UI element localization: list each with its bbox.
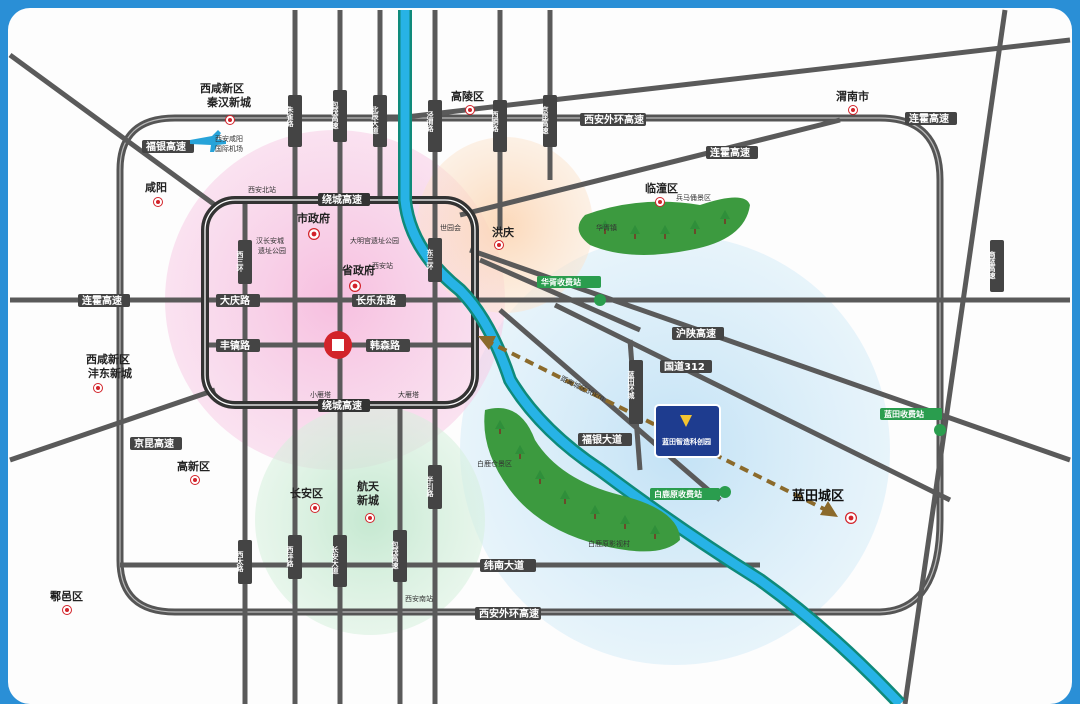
district-labels: 西咸新区 秦汉新城 咸阳 西咸新区 沣东新城 高新区 鄠邑区 长安区 航天 新城…: [50, 81, 869, 603]
label-hanchangan-2: 遗址公园: [258, 246, 286, 255]
label-xian-station: 西安站: [372, 261, 393, 270]
road-label-lanbao: 蓝田环城: [627, 370, 635, 400]
label-shengzhengfu: 省政府: [341, 263, 375, 277]
toll-stations: 华胥收费站 蓝田收费站 白鹿原收费站: [537, 276, 946, 500]
road-label-xisanhuan: 西三环: [236, 251, 244, 273]
label-xianyang: 咸阳: [145, 180, 167, 194]
station-lantian: 蓝田收费站: [884, 409, 924, 419]
label-xian-south: 西安南站: [405, 594, 433, 603]
label-hangtian-1: 航天: [357, 479, 380, 493]
label-gaoxin: 高新区: [177, 459, 210, 473]
road-label-lianhuo-east: 连霍高速: [909, 112, 949, 125]
label-airport-2: 国际机场: [215, 144, 243, 153]
road-label-baomao-south: 包茂高速: [391, 540, 399, 570]
label-xixian-qinhan-2: 秦汉新城: [206, 95, 251, 109]
outer-ring-road-inner: [119, 117, 941, 613]
road-label-xifeng: 西沣路: [286, 546, 295, 568]
label-shiyuanhui: 世园会: [440, 223, 461, 232]
road-label-daqing: 大庆路: [220, 294, 251, 307]
station-huaxu: 华胥收费站: [541, 277, 581, 287]
road-label-beichen: 北辰大道: [371, 105, 380, 135]
label-hangtian-2: 新城: [357, 493, 379, 507]
label-xian-north: 西安北站: [248, 185, 276, 194]
label-bailu-scenic: 白鹿仓景区: [477, 459, 512, 468]
place-labels: 西安咸阳 国际机场 西安北站 西安站 西安南站 汉长安城 遗址公园 大明宫遗址公…: [215, 134, 711, 603]
label-hanchangan-1: 汉长安城: [256, 236, 284, 245]
label-shizhengfu: 市政府: [297, 211, 330, 225]
project-logo-icon: [680, 415, 692, 427]
road-label-weinan-ave: 纬南大道: [484, 559, 524, 572]
label-terracotta: 兵马俑景区: [676, 193, 711, 202]
road-label-baomao: 包茂高速: [331, 100, 339, 130]
road-label-jingwei: 泾渭路: [426, 110, 435, 133]
road-badges: 西安外环高速 西安外环高速 绕城高速 绕城高速 连霍高速 连霍高速 连霍高速 大…: [78, 112, 957, 620]
label-dayanta: 大雁塔: [398, 390, 419, 399]
road-label-jingkun: 京昆高速: [541, 105, 549, 135]
station-bailu: 白鹿原收费站: [654, 489, 702, 499]
road-label-g312: 国道312: [664, 360, 705, 373]
label-huyi: 鄠邑区: [50, 589, 83, 603]
label-gaoling: 高陵区: [451, 89, 484, 103]
road-label-fuyin-south: 福银大道: [581, 433, 622, 446]
label-changan: 长安区: [290, 486, 323, 500]
label-xixian-fengdong-1: 西咸新区: [86, 352, 130, 366]
road-label-dongsanhuan: 东三环: [426, 248, 434, 271]
label-daming: 大明宫遗址公园: [350, 236, 399, 245]
label-xixian-qinhan-1: 西咸新区: [200, 81, 244, 95]
road-label-hushaan: 沪陕高速: [676, 327, 716, 340]
project-hub[interactable]: [654, 404, 721, 458]
bell-tower-shape: [332, 339, 344, 351]
road-label-fuyin-nw: 福银高速: [145, 140, 186, 153]
forest-lintong: [578, 197, 750, 255]
road-label-ring-south: 绕城高速: [322, 399, 362, 412]
label-huaxu: 华胥镇: [596, 223, 617, 232]
road-label-lianhuo-mid: 连霍高速: [710, 146, 750, 159]
forest-bailu: [484, 408, 680, 552]
road-label-fenghao: 丰镐路: [220, 339, 251, 352]
road-label-banyin: 半引路: [426, 475, 435, 498]
road-label-changan-ave: 长安大道: [331, 545, 340, 575]
road-label-shanglan: 商蓝高速: [988, 250, 996, 280]
road-label-xitong: 西铜路: [491, 111, 500, 133]
label-airport-1: 西安咸阳: [215, 134, 243, 143]
label-bailu-village: 白鹿原影视村: [588, 539, 630, 548]
airplane-icon[interactable]: [190, 130, 226, 152]
project-name: 蓝田智造科创园: [662, 437, 711, 446]
distance-arrow: [484, 338, 831, 514]
distance-arrow-head-left: [478, 336, 496, 350]
zone-baqiao-circle: [417, 137, 593, 313]
ba-river-water: [400, 10, 904, 704]
label-lintong: 临潼区: [645, 181, 678, 195]
road-label-lianhuo-west: 连霍高速: [82, 294, 122, 307]
road-label-changle: 长乐东路: [356, 294, 397, 307]
road-label-zhuque: 朱雀路: [286, 105, 295, 128]
label-weinan: 渭南市: [836, 89, 869, 103]
label-xiaoyanta: 小雁塔: [310, 390, 331, 399]
label-lantian: 蓝田城区: [792, 488, 844, 504]
distance-arrow-head-right: [820, 501, 838, 517]
road-label-jingkun-sw: 京昆高速: [134, 437, 174, 450]
road-label-ring-north: 绕城高速: [322, 193, 362, 206]
road-label-hansen: 韩森路: [370, 339, 401, 352]
road-label-outer-ring-south: 西安外环高速: [479, 607, 539, 620]
vertical-road-signs: 朱雀路 包茂高速 北辰大道 泾渭路 西铜路 京昆高速 东三环 西三环 西太路 西…: [236, 90, 1004, 587]
road-label-outer-ring-north: 西安外环高速: [584, 113, 644, 126]
label-xixian-fengdong-2: 沣东新城: [88, 366, 132, 380]
label-hongqing: 洪庆: [492, 225, 514, 239]
road-label-xitai: 西太路: [236, 551, 245, 573]
